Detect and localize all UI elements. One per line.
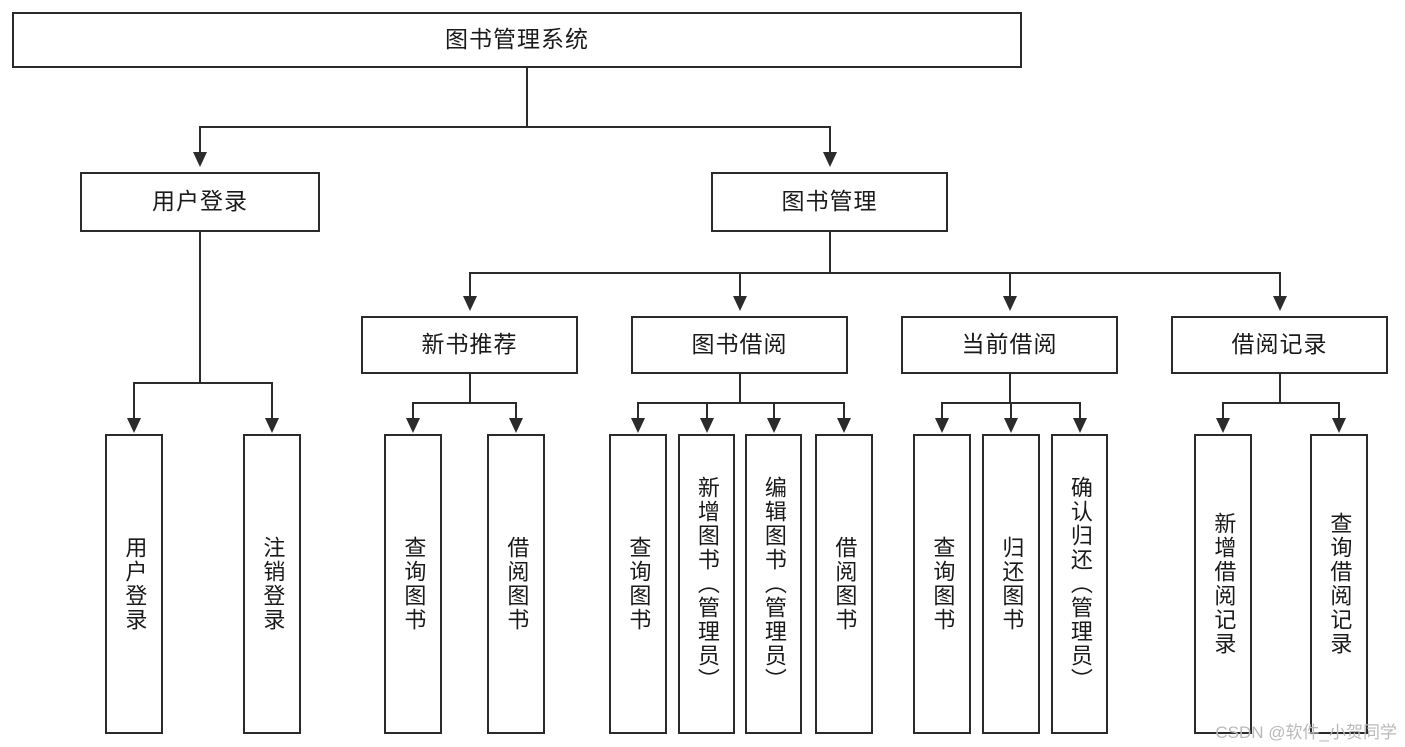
arrowhead-bookborrow-leaf-2 — [700, 418, 714, 433]
node-borrow-record[interactable]: 借阅记录 — [1171, 316, 1388, 374]
connector-borrowrecord-drop-1 — [1222, 402, 1224, 420]
node-label: 借阅记录 — [1231, 331, 1328, 358]
arrowhead-root-to-bookmgmt — [823, 152, 837, 167]
node-label: 查询图书 — [930, 536, 956, 632]
leaf-book-borrow-edit[interactable]: 编辑图书（管理员） — [745, 434, 802, 734]
leaf-new-book-borrow[interactable]: 借阅图书 — [487, 434, 545, 734]
leaf-borrow-record-query[interactable]: 查询借阅记录 — [1310, 434, 1368, 734]
connector-bookmgmt-drop-4 — [1279, 272, 1281, 298]
node-label: 确认归还（管理员） — [1067, 476, 1093, 692]
arrowhead-root-to-userlogin — [193, 152, 207, 167]
leaf-current-borrow-query[interactable]: 查询图书 — [913, 434, 971, 734]
leaf-user-login-login[interactable]: 用户登录 — [105, 434, 163, 734]
connector-bookborrow-drop-1 — [637, 402, 639, 420]
arrowhead-userlogin-leaf-1 — [127, 418, 141, 433]
arrowhead-newbook-leaf-1 — [406, 418, 420, 433]
connector-borrowrecord-drop-2 — [1338, 402, 1340, 420]
arrowhead-currentborrow-leaf-1 — [935, 418, 949, 433]
arrowhead-bookmgmt-child-3 — [1003, 296, 1017, 311]
connector-newbook-stem — [469, 374, 471, 402]
node-label: 新增借阅记录 — [1211, 512, 1237, 656]
node-label: 编辑图书（管理员） — [761, 476, 787, 692]
node-label: 查询借阅记录 — [1327, 512, 1353, 656]
node-label: 注销登录 — [260, 536, 286, 632]
node-label: 新书推荐 — [421, 331, 518, 358]
connector-currentborrow-stem — [1009, 374, 1011, 402]
node-label: 借阅图书 — [832, 536, 858, 632]
arrowhead-currentborrow-leaf-2 — [1004, 418, 1018, 433]
connector-userlogin-stem — [199, 232, 201, 382]
node-label: 用户登录 — [152, 188, 248, 215]
connector-bookmgmt-drop-1 — [469, 272, 471, 298]
arrowhead-bookborrow-leaf-3 — [767, 418, 781, 433]
connector-bookborrow-stem — [739, 374, 741, 402]
connector-bookborrow-drop-2 — [706, 402, 708, 420]
connector-newbook-drop-2 — [515, 402, 517, 420]
arrowhead-borrowrecord-leaf-1 — [1216, 418, 1230, 433]
leaf-borrow-record-add[interactable]: 新增借阅记录 — [1194, 434, 1252, 734]
node-user-login[interactable]: 用户登录 — [80, 172, 320, 232]
leaf-current-borrow-confirm-return[interactable]: 确认归还（管理员） — [1051, 434, 1108, 734]
node-new-book-recommend[interactable]: 新书推荐 — [361, 316, 578, 374]
leaf-new-book-query[interactable]: 查询图书 — [384, 434, 442, 734]
connector-userlogin-drop-1 — [133, 382, 135, 420]
connector-root-stem — [526, 68, 528, 126]
arrowhead-userlogin-leaf-2 — [265, 418, 279, 433]
arrowhead-borrowrecord-leaf-2 — [1332, 418, 1346, 433]
connector-bookborrow-bus — [637, 402, 844, 404]
connector-bookmgmt-drop-3 — [1009, 272, 1011, 298]
connector-userlogin-bus — [133, 382, 271, 384]
arrowhead-bookmgmt-child-1 — [463, 296, 477, 311]
node-label: 查询图书 — [626, 536, 652, 632]
arrowhead-newbook-leaf-2 — [509, 418, 523, 433]
connector-root-bus — [199, 126, 830, 128]
connector-currentborrow-drop-3 — [1079, 402, 1081, 420]
arrowhead-bookmgmt-child-4 — [1273, 296, 1287, 311]
connector-bookmgmt-bus — [469, 272, 1281, 274]
connector-newbook-drop-1 — [412, 402, 414, 420]
leaf-current-borrow-return[interactable]: 归还图书 — [982, 434, 1040, 734]
connector-userlogin-drop-2 — [271, 382, 273, 420]
leaf-book-borrow-add[interactable]: 新增图书（管理员） — [678, 434, 735, 734]
arrowhead-bookborrow-leaf-4 — [837, 418, 851, 433]
node-label: 归还图书 — [999, 536, 1025, 632]
node-label: 图书借阅 — [691, 331, 788, 358]
arrowhead-bookborrow-leaf-1 — [631, 418, 645, 433]
connector-root-to-bookmgmt — [829, 126, 831, 154]
connector-newbook-bus — [412, 402, 515, 404]
node-label: 当前借阅 — [961, 331, 1058, 358]
node-current-borrow[interactable]: 当前借阅 — [901, 316, 1118, 374]
node-label: 图书管理系统 — [445, 26, 589, 53]
connector-borrowrecord-stem — [1279, 374, 1281, 402]
connector-bookmgmt-stem — [829, 232, 831, 272]
node-label: 图书管理 — [781, 188, 878, 215]
connector-root-to-userlogin — [199, 126, 201, 154]
leaf-book-borrow-borrow[interactable]: 借阅图书 — [815, 434, 873, 734]
node-root-system[interactable]: 图书管理系统 — [12, 12, 1022, 68]
leaf-book-borrow-query[interactable]: 查询图书 — [609, 434, 667, 734]
node-label: 新增图书（管理员） — [694, 476, 720, 692]
node-book-borrow[interactable]: 图书借阅 — [631, 316, 848, 374]
node-book-management[interactable]: 图书管理 — [711, 172, 948, 232]
connector-bookborrow-drop-4 — [843, 402, 845, 420]
arrowhead-currentborrow-leaf-3 — [1073, 418, 1087, 433]
connector-bookmgmt-drop-2 — [739, 272, 741, 298]
connector-currentborrow-drop-1 — [941, 402, 943, 420]
node-label: 查询图书 — [401, 536, 427, 632]
arrowhead-bookmgmt-child-2 — [733, 296, 747, 311]
node-label: 用户登录 — [122, 536, 148, 632]
connector-borrowrecord-bus — [1222, 402, 1338, 404]
leaf-user-login-logout[interactable]: 注销登录 — [243, 434, 301, 734]
connector-bookborrow-drop-3 — [773, 402, 775, 420]
connector-currentborrow-drop-2 — [1010, 402, 1012, 420]
node-label: 借阅图书 — [504, 536, 530, 632]
